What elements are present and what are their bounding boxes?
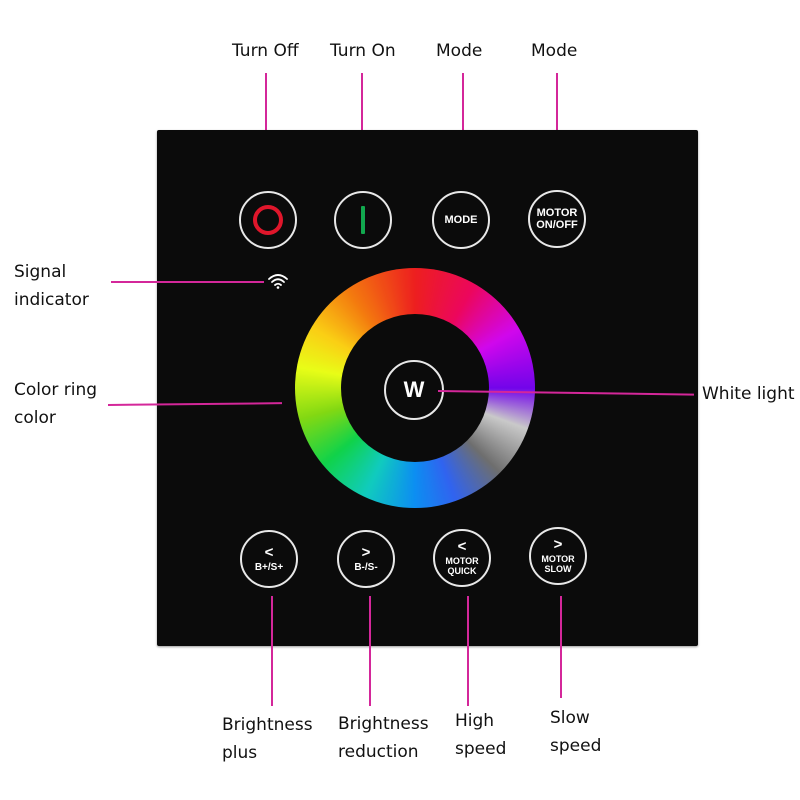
- callout-line-slow-speed: [560, 596, 562, 698]
- label-motor-mode: Mode: [531, 41, 578, 61]
- label-turn-off: Turn Off: [232, 41, 299, 61]
- label-signal-indicator: Signal indicator: [14, 262, 89, 310]
- chevron-left-icon: <: [457, 538, 467, 555]
- turn-off-button[interactable]: [239, 191, 297, 249]
- label-brightness-reduction: Brightness reduction: [338, 714, 429, 762]
- motor-onoff-button-label: MOTOR ON/OFF: [536, 207, 578, 231]
- label-color-ring: Color ring color: [14, 380, 98, 428]
- callout-line-motor-mode: [556, 73, 558, 183]
- callout-line-high-speed: [467, 596, 469, 706]
- brightness-reduction-button[interactable]: > B-/S-: [337, 530, 395, 588]
- white-button-label: W: [403, 377, 425, 402]
- chevron-right-icon: >: [553, 536, 563, 553]
- label-high-speed: High speed: [455, 711, 507, 759]
- power-on-bar-icon: [361, 206, 365, 234]
- label-mode: Mode: [436, 41, 483, 61]
- motor-slow-button[interactable]: > MOTOR SLOW: [529, 527, 587, 585]
- chevron-left-icon: <: [264, 543, 274, 561]
- brightness-plus-button[interactable]: < B+/S+: [240, 530, 298, 588]
- callout-line-mode: [462, 73, 464, 183]
- label-brightness-plus: Brightness plus: [222, 715, 313, 763]
- label-turn-on: Turn On: [330, 41, 396, 61]
- mode-button-label: MODE: [444, 214, 478, 226]
- callout-line-brightness-plus: [271, 596, 273, 706]
- label-white-light: White light: [702, 384, 795, 404]
- mode-button[interactable]: MODE: [432, 191, 490, 249]
- motor-onoff-button[interactable]: MOTOR ON/OFF: [528, 190, 586, 248]
- callout-line-signal: [111, 281, 264, 283]
- motor-slow-button-label: MOTOR SLOW: [541, 554, 575, 574]
- label-slow-speed: Slow speed: [550, 708, 602, 756]
- power-off-ring-icon: [253, 205, 283, 235]
- wifi-icon: [268, 274, 288, 289]
- callout-line-brightness-reduction: [369, 596, 371, 706]
- chevron-right-icon: >: [361, 543, 371, 561]
- callout-line-turn-on: [361, 73, 363, 183]
- brightness-reduction-button-label: B-/S-: [354, 561, 378, 573]
- motor-quick-button[interactable]: < MOTOR QUICK: [433, 529, 491, 587]
- motor-quick-button-label: MOTOR QUICK: [445, 556, 479, 576]
- brightness-plus-button-label: B+/S+: [254, 561, 284, 573]
- callout-line-turn-off: [265, 73, 267, 183]
- turn-on-button[interactable]: [334, 191, 392, 249]
- white-light-button[interactable]: W: [384, 360, 444, 420]
